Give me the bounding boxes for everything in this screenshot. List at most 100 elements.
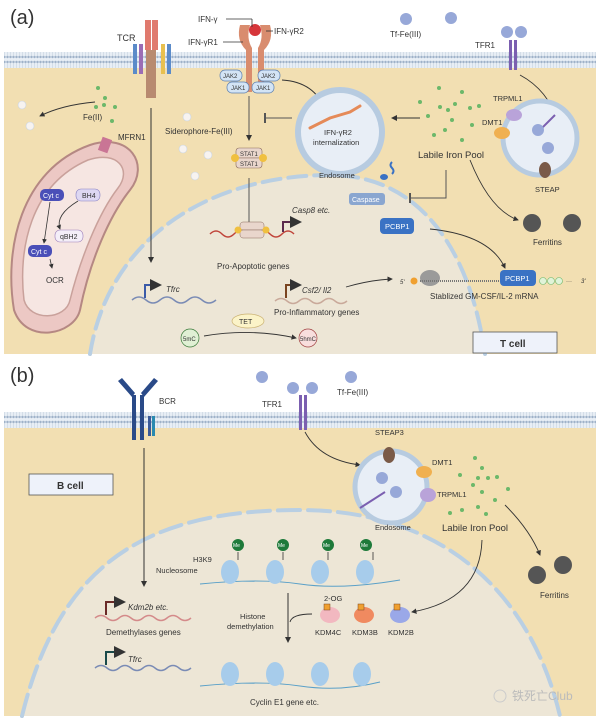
demethylated-nucleosomes [199,662,381,689]
tfr1-endosome-a [494,98,580,178]
tcr-receptor [133,20,171,98]
panel-b-nuclear-envelope [20,507,562,718]
ifn-gr2-label: IFN-γR2 [274,27,304,36]
svg-text:DMT1: DMT1 [482,118,502,127]
bcr-receptor [118,378,158,440]
svg-text:Cyt c: Cyt c [31,249,47,256]
tfrc-dna-a [131,296,217,304]
ifn-g-label: IFN-γ [198,15,218,24]
endosome-label-a: Endosome [319,171,355,180]
ifn-gr1-label: IFN-γR1 [188,38,218,47]
demethylases-label: Demethylases genes [106,628,181,637]
svg-text:Me: Me [361,543,368,549]
nucleosome-label: Nucleosome [156,566,198,575]
svg-text:internalization: internalization [313,138,359,147]
pro-apoptotic-label: Pro-Apoptotic genes [217,262,290,271]
svg-text:Histone: Histone [240,612,265,621]
ferritin-icons-b [528,556,572,584]
wechat-icon [493,689,507,703]
svg-text:Me: Me [233,543,240,549]
tfr1-label-b: TFR1 [262,400,283,409]
svg-text:KDM3B: KDM3B [352,628,378,637]
svg-text:DMT1: DMT1 [432,458,452,467]
pcbp1-on-mrna [500,270,536,286]
svg-text:KDM4C: KDM4C [315,628,342,637]
svg-text:Me: Me [278,543,285,549]
watermark: 铁死亡Club [512,689,573,703]
svg-text:JAK2: JAK2 [261,74,276,80]
mrna-label: Stablized GM-CSF/IL-2 mRNA [430,292,539,301]
siderophore-fe3-icons [17,100,213,181]
svg-text:JAK2: JAK2 [223,74,238,80]
svg-text:PCBP1: PCBP1 [385,222,410,231]
svg-text:TET: TET [239,319,253,326]
ferritin-icons-a [523,214,581,232]
dmt1-channel-a [494,127,510,139]
panel-a-membrane [4,52,596,68]
tfr1-label-a: TFR1 [475,41,496,50]
cytc-badge-2 [28,245,52,257]
panel-b: (b) BCR B cell TFR1 Tf-Fe(III) [4,365,596,718]
ocr-label: OCR [46,276,64,285]
t-cell-label-box [472,331,558,354]
svg-text:···: ··· [566,279,572,285]
mfrn1-label: MFRN1 [118,133,146,142]
ferritins-label-a: Ferritins [533,238,562,247]
svg-text:BH4: BH4 [82,193,96,200]
ifn-gr2-endosome [295,87,385,177]
svg-text:TRPML1: TRPML1 [437,490,467,499]
stat1-dimer-dna [234,221,270,239]
kdm3b-enzyme [354,607,374,623]
svg-text:demethylation: demethylation [227,622,274,631]
svg-text:Casp8 etc.: Casp8 etc. [292,206,330,215]
labile-iron-dots-a [418,86,481,142]
panel-b-nucleus [22,510,560,716]
5hmc-node [298,328,318,348]
gm-csf-mrna: 5' PCBP1 ··· 3' [400,270,586,286]
svg-text:Caspase: Caspase [352,197,380,204]
svg-text:Csf2/ Il2: Csf2/ Il2 [302,286,332,295]
b-cell-label: B cell [57,481,84,492]
ferritins-label-b: Ferritins [540,591,569,600]
tcr-label: TCR [117,33,136,43]
svg-text:qBH2: qBH2 [60,234,78,241]
svg-text:KDM2B: KDM2B [388,628,414,637]
jak-complex: JAK2 JAK2 JAK1 JAK1 [219,69,281,94]
svg-text:5hmC: 5hmC [300,337,317,343]
endosome-label-b: Endosome [375,523,411,532]
cytc-badge-1 [40,189,64,201]
t-cell-label: T cell [500,339,526,350]
svg-text:PCBP1: PCBP1 [505,274,530,283]
h3k9-label: H3K9 [193,555,212,564]
svg-text:JAK1: JAK1 [231,86,246,92]
tf-fe3-label-a: Tf-Fe(III) [390,30,421,39]
labile-iron-pool-label-a: Labile Iron Pool [418,150,484,161]
qbh2-badge [54,229,84,243]
cyclin-label: Cyclin E1 gene etc. [250,698,319,707]
2og-label: 2-OG [324,594,343,603]
cleaved-caspase-fragment [380,174,388,180]
b-cell-label-box [28,473,114,496]
kdm4c-enzyme [320,607,340,623]
svg-text:5mC: 5mC [183,337,196,343]
stat1-dimer-cyto: STAT1 STAT1 [231,147,267,169]
svg-text:TRPML1: TRPML1 [493,94,523,103]
pro-inflammatory-dna [274,297,348,305]
svg-text:STEAP3: STEAP3 [375,428,404,437]
fe2-label: Fe(II) [83,113,102,122]
panel-a: (a) TCR IFN-γ IFN-γR1 IFN-γR2 [4,7,596,356]
panel-a-tag: (a) [10,7,34,29]
tfr1-receptor-b [287,382,318,430]
ifn-gamma-ligand [249,24,261,36]
labile-iron-pool-label-b: Labile Iron Pool [442,523,508,534]
tf-fe3-a [400,12,457,25]
labile-iron-dots-b [448,456,510,516]
caspase-badge [349,193,385,205]
bh4-badge [75,188,101,202]
tfrc-dna-b [94,664,192,672]
panel-b-tag: (b) [10,365,34,387]
ribosome [420,270,440,286]
kdm2b-enzyme [390,607,410,623]
steap-protein [539,162,551,178]
